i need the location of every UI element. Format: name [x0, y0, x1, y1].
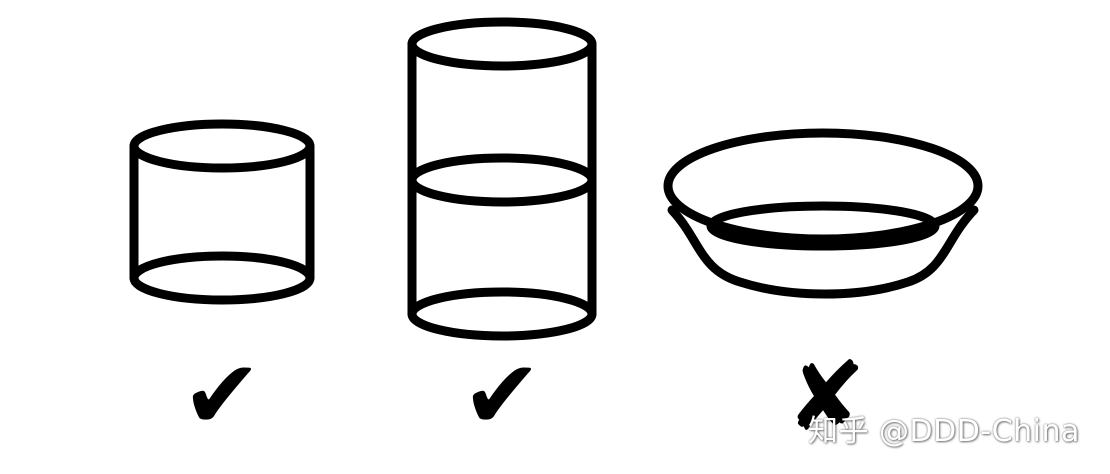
check-mark-icon: ✔: [182, 339, 262, 451]
cross-mark-icon: ✘: [786, 341, 866, 453]
watermark-text: 知乎 @DDD-China: [808, 414, 1080, 449]
shallow-dish-shape: [663, 128, 983, 299]
check-mark-icon: ✔: [462, 339, 542, 451]
short-cylinder-shape: [129, 119, 315, 305]
stacked-cylinders-shape: [407, 17, 597, 341]
